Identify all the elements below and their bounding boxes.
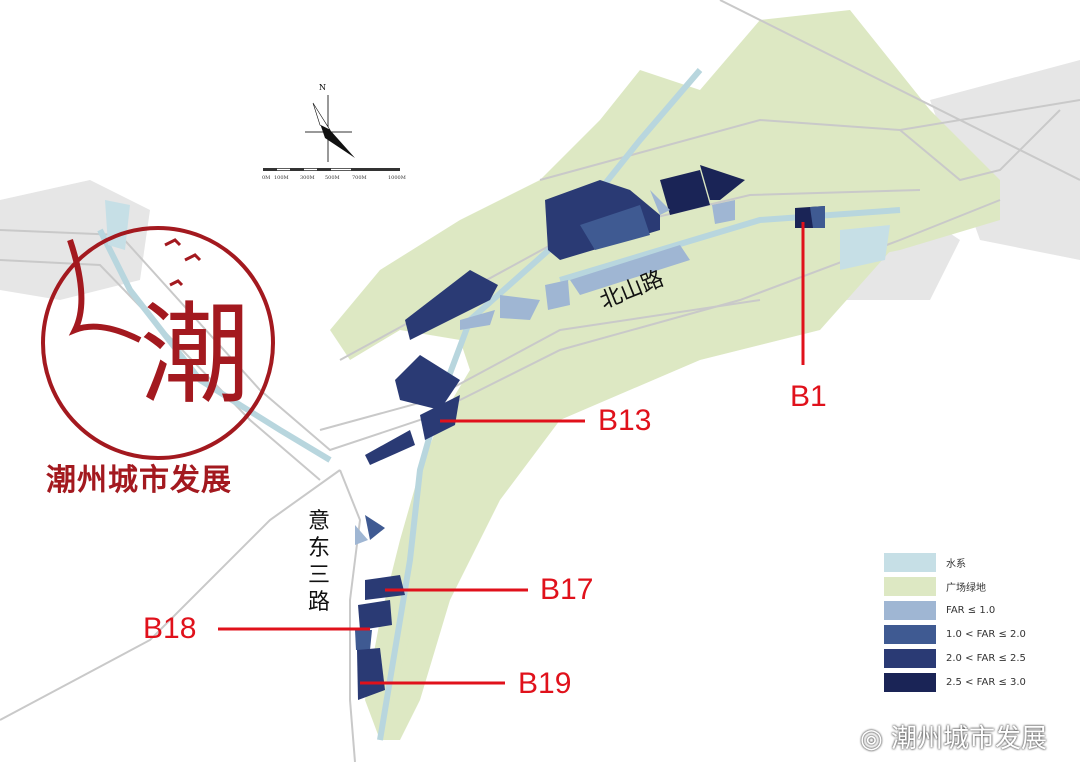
scale-label: 500M	[325, 175, 340, 181]
plot-label-b1: B1	[790, 380, 827, 413]
legend-item: 2.0 < FAR ≤ 2.5	[884, 646, 1026, 670]
scale-label: 700M	[352, 175, 367, 181]
road-label-yidong: 意东三路	[308, 509, 331, 615]
scale-bar	[263, 168, 400, 171]
legend-item: 水系	[884, 550, 1026, 574]
legend: 水系 广场绿地 FAR ≤ 1.0 1.0 < FAR ≤ 2.0 2.0 < …	[884, 550, 1026, 694]
plot-label-b13: B13	[598, 404, 652, 437]
legend-item: 广场绿地	[884, 574, 1026, 598]
legend-swatch	[884, 600, 936, 620]
plot-label-b18: B18	[143, 612, 197, 645]
legend-swatch	[884, 552, 936, 572]
logo-seal	[41, 226, 275, 460]
legend-item: FAR ≤ 1.0	[884, 598, 1026, 622]
plot-label-b17: B17	[540, 573, 594, 606]
legend-label: 2.0 < FAR ≤ 2.5	[946, 652, 1026, 664]
legend-swatch	[884, 576, 936, 596]
label-leaders	[218, 222, 805, 685]
legend-swatch	[884, 648, 936, 668]
logo-glyph: 潮	[140, 291, 250, 419]
wechat-icon: ◎	[860, 724, 891, 754]
legend-swatch	[884, 672, 936, 692]
legend-label: 2.5 < FAR ≤ 3.0	[946, 676, 1026, 688]
legend-item: 1.0 < FAR ≤ 2.0	[884, 622, 1026, 646]
scale-label: 100M	[274, 175, 289, 181]
scale-label: 0M	[262, 175, 271, 181]
legend-label: 1.0 < FAR ≤ 2.0	[946, 628, 1026, 640]
north-arrow-icon	[305, 95, 355, 162]
plot-label-b19: B19	[518, 667, 572, 700]
scale-label: 300M	[300, 175, 315, 181]
legend-item: 2.5 < FAR ≤ 3.0	[884, 670, 1026, 694]
legend-label: 水系	[946, 558, 966, 570]
legend-label: FAR ≤ 1.0	[946, 604, 996, 616]
legend-swatch	[884, 624, 936, 644]
watermark: ◎ 潮州城市发展	[860, 724, 1047, 754]
logo-text: 潮州城市发展	[46, 463, 232, 498]
scale-label: 1000M	[388, 175, 406, 181]
legend-label: 广场绿地	[946, 582, 986, 594]
north-label: N	[319, 83, 326, 92]
watermark-text: 潮州城市发展	[890, 724, 1047, 754]
development-plots	[355, 165, 825, 700]
